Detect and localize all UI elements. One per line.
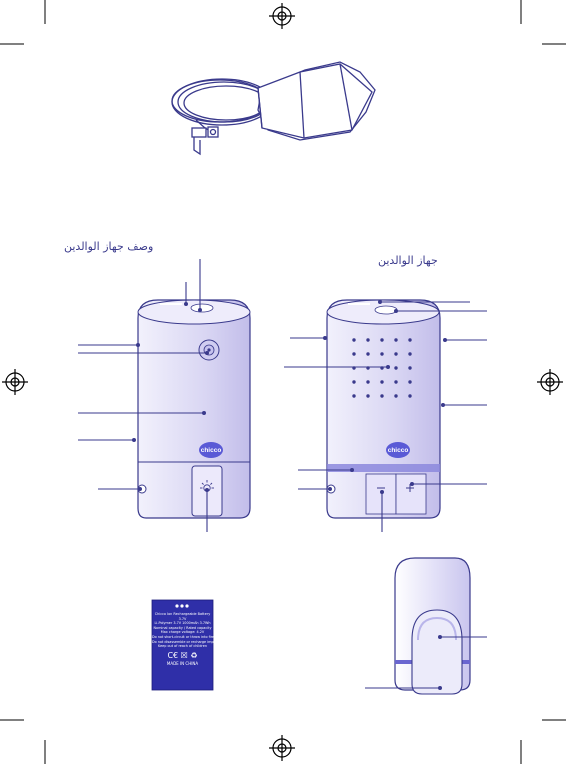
parent-unit-front	[137, 299, 251, 519]
speaker-hole	[394, 366, 398, 370]
speaker-hole	[394, 352, 398, 356]
battery-label-line-8: Keep out of reach of children	[158, 644, 207, 649]
registration-mark-top	[269, 3, 295, 29]
speaker-hole	[380, 352, 384, 356]
back-unit-leader-lines	[365, 635, 487, 690]
speaker-hole	[366, 338, 370, 342]
speaker-hole	[394, 380, 398, 384]
speaker-hole	[352, 380, 356, 384]
right-unit-leader-lines	[284, 300, 487, 532]
parent-unit-speaker-side	[326, 299, 441, 519]
right-unit-heading: جهاز الوالدين	[378, 254, 438, 267]
parent-unit-back-with-clip	[394, 557, 471, 695]
left-unit-heading: وصف جهاز الوالدين	[64, 240, 154, 253]
battery-label-text: Chicco Ion Rechargeable Battery 3.7V Li-…	[152, 612, 226, 666]
registration-mark-right	[537, 369, 563, 395]
battery-label-line-1: Chicco Ion Rechargeable Battery	[154, 612, 211, 616]
speaker-hole	[380, 394, 384, 398]
speaker-hole	[408, 352, 412, 356]
speaker-hole	[352, 352, 356, 356]
battery-label-line-3: Li-Polymer 3.7V 1000mAh 3.7Wh	[154, 621, 211, 626]
logo-left: chicco	[201, 447, 222, 454]
registration-mark-bottom	[269, 735, 295, 761]
speaker-hole	[394, 338, 398, 342]
left-unit-leader-lines	[78, 259, 209, 532]
speaker-hole	[408, 380, 412, 384]
registration-mark-left	[2, 369, 28, 395]
speaker-hole	[352, 394, 356, 398]
battery-label-line-2: 3.7V	[178, 616, 187, 621]
battery-certification-marks: C€ ☒ ♻	[167, 650, 198, 660]
speaker-hole	[352, 338, 356, 342]
speaker-hole	[380, 338, 384, 342]
speaker-hole	[408, 338, 412, 342]
battery-label-line-4: Nominal capacity / Rated capacity	[153, 625, 212, 630]
speaker-hole	[366, 352, 370, 356]
battery-pack	[151, 599, 214, 691]
speaker-hole	[408, 394, 412, 398]
battery-label-line-6: Do not short-circuit or throw into fire	[152, 634, 215, 639]
power-adapter-illustration	[171, 61, 376, 156]
battery-label-line-7: Do not disassemble or recharge improperl…	[152, 639, 226, 644]
logo-right: chicco	[388, 447, 409, 454]
speaker-hole	[394, 394, 398, 398]
battery-made-in: MADE IN CHINA	[166, 660, 199, 666]
battery-label-line-5: Max charge voltage: 4.2V	[160, 630, 205, 635]
speaker-hole	[366, 380, 370, 384]
speaker-hole	[366, 394, 370, 398]
speaker-hole	[380, 380, 384, 384]
speaker-hole	[408, 366, 412, 370]
